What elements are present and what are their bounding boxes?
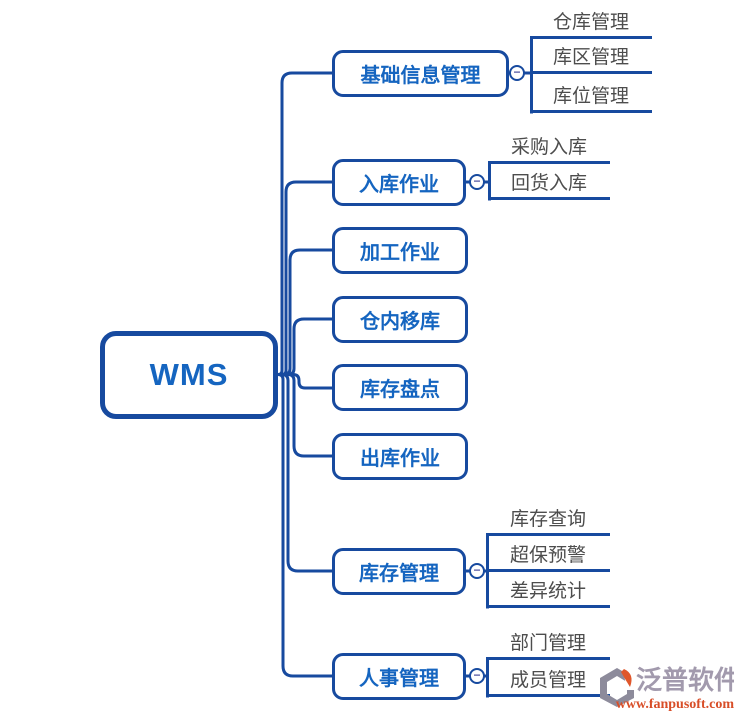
watermark: 泛普软件 www.fanpusoft.com bbox=[595, 662, 734, 718]
branch-node-outbound[interactable]: 出库作业 bbox=[332, 433, 468, 480]
branch-node-warehouse-move[interactable]: 仓内移库 bbox=[332, 296, 468, 343]
leaf-node-warehouse-mgmt[interactable]: 仓库管理 bbox=[530, 8, 652, 39]
branch-node-inbound[interactable]: 入库作业 bbox=[332, 159, 466, 206]
branch-node-stocktaking[interactable]: 库存盘点 bbox=[332, 364, 468, 411]
collapse-toggle-inbound[interactable]: − bbox=[469, 174, 485, 190]
leaf-node-expiry-warning[interactable]: 超保预警 bbox=[486, 541, 610, 572]
branch-node-inventory[interactable]: 库存管理 bbox=[332, 548, 466, 595]
watermark-url: www.fanpusoft.com bbox=[615, 697, 734, 712]
branch-node-basic-info[interactable]: 基础信息管理 bbox=[332, 50, 509, 97]
branch-node-hr[interactable]: 人事管理 bbox=[332, 653, 466, 700]
leaf-node-purchase-inbound[interactable]: 采购入库 bbox=[488, 133, 610, 164]
collapse-toggle-basic-info[interactable]: − bbox=[509, 65, 525, 81]
leaf-node-member-mgmt[interactable]: 成员管理 bbox=[486, 666, 610, 697]
leaf-node-inventory-query[interactable]: 库存查询 bbox=[486, 505, 610, 536]
leaf-node-return-inbound[interactable]: 回货入库 bbox=[488, 169, 610, 200]
fanpu-logo-icon bbox=[600, 668, 637, 707]
leaf-node-difference-stats[interactable]: 差异统计 bbox=[486, 577, 610, 608]
root-node-wms[interactable]: WMS bbox=[100, 331, 278, 419]
root-branch-connectors bbox=[277, 71, 333, 678]
leaf-node-location-mgmt[interactable]: 库位管理 bbox=[530, 82, 652, 113]
branch-node-processing[interactable]: 加工作业 bbox=[332, 227, 468, 274]
collapse-toggle-hr[interactable]: − bbox=[469, 668, 485, 684]
watermark-brand: 泛普软件 bbox=[636, 665, 734, 695]
collapse-toggle-inventory[interactable]: − bbox=[469, 563, 485, 579]
leaf-node-zone-mgmt[interactable]: 库区管理 bbox=[530, 43, 652, 74]
leaf-node-department-mgmt[interactable]: 部门管理 bbox=[486, 629, 610, 660]
